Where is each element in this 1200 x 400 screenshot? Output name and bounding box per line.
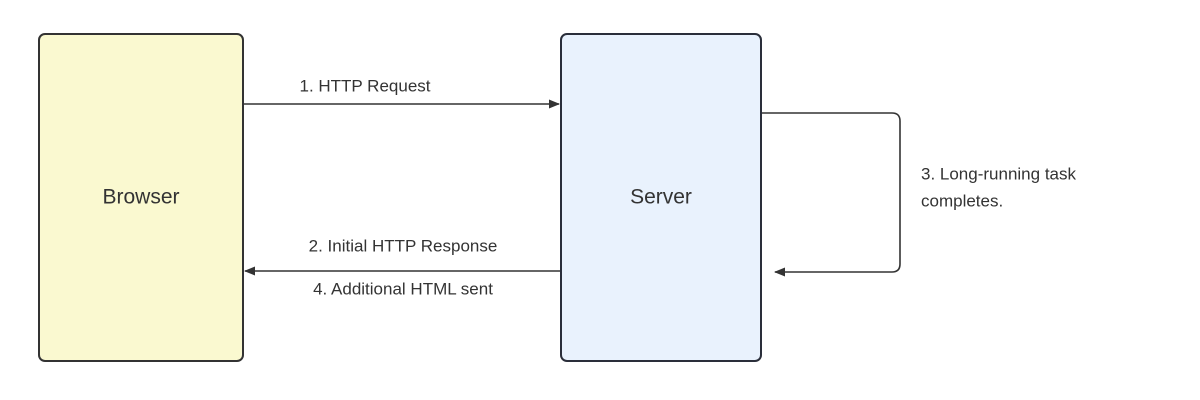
participant-label-server: Server: [630, 186, 692, 209]
participant-box-browser[interactable]: [38, 33, 244, 362]
message-label-3-line-1: 3. Long-running task: [921, 164, 1076, 183]
participant-label-browser: Browser: [102, 186, 179, 209]
message-label-4: 4. Additional HTML sent: [313, 279, 493, 298]
message-label-3-line-2: completes.: [921, 191, 1003, 210]
message-arrow-3-self-loop: [762, 112, 901, 277]
participant-box-server[interactable]: [560, 33, 762, 362]
message-label-1: 1. HTTP Request: [299, 76, 430, 95]
message-label-2: 2. Initial HTTP Response: [309, 236, 498, 255]
